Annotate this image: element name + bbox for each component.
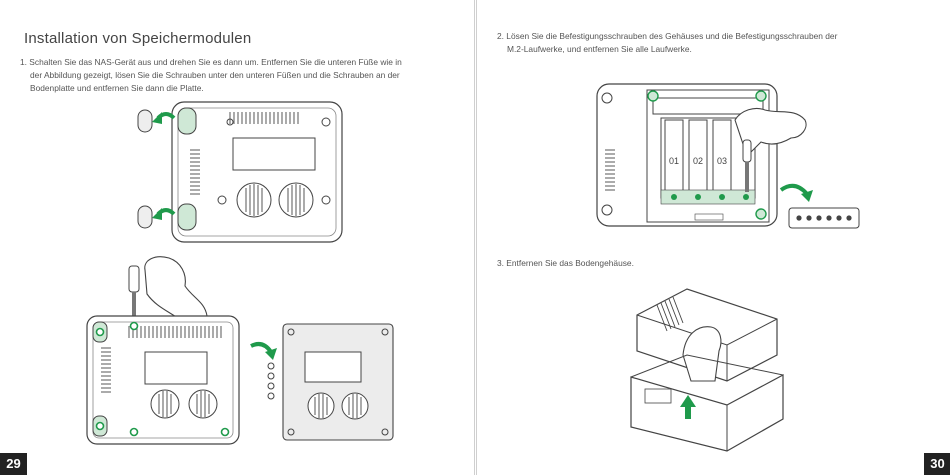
drive-label-3: 03 <box>717 156 727 166</box>
page-number-left: 29 <box>0 453 27 475</box>
page-left: Installation von Speichermodulen 1. Scha… <box>0 0 475 475</box>
figure-remove-drives: 01 02 03 <box>596 83 860 229</box>
step-2-line-1: 2. Lösen Sie die Befestigungsschrauben d… <box>497 31 838 41</box>
page-number-right: 30 <box>924 453 950 475</box>
section-title: Installation von Speichermodulen <box>24 30 252 47</box>
step-1-line-1: 1. Schalten Sie das NAS-Gerät aus und dr… <box>20 57 402 67</box>
step-3-text: 3. Entfernen Sie das Bodengehäuse. <box>497 258 634 268</box>
step-1-line-3: Bodenplatte und entfernen Sie dann die P… <box>30 82 204 93</box>
figure-remove-bottom-housing <box>630 288 784 452</box>
drive-label-1: 01 <box>669 156 679 166</box>
step-2-text: 2. Lösen Sie die Befestigungsschrauben d… <box>497 30 927 56</box>
figure-remove-plate <box>86 256 394 445</box>
step-1-text: 1. Schalten Sie das NAS-Gerät aus und dr… <box>20 56 450 94</box>
figure-remove-feet <box>137 101 343 243</box>
page-right: 2. Lösen Sie die Befestigungsschrauben d… <box>476 0 950 475</box>
drive-label-2: 02 <box>693 156 703 166</box>
step-1-line-2: der Abbildung gezeigt, lösen Sie die Sch… <box>30 69 400 80</box>
step-2-line-2: M.2-Laufwerke, und entfernen Sie alle La… <box>507 43 692 54</box>
